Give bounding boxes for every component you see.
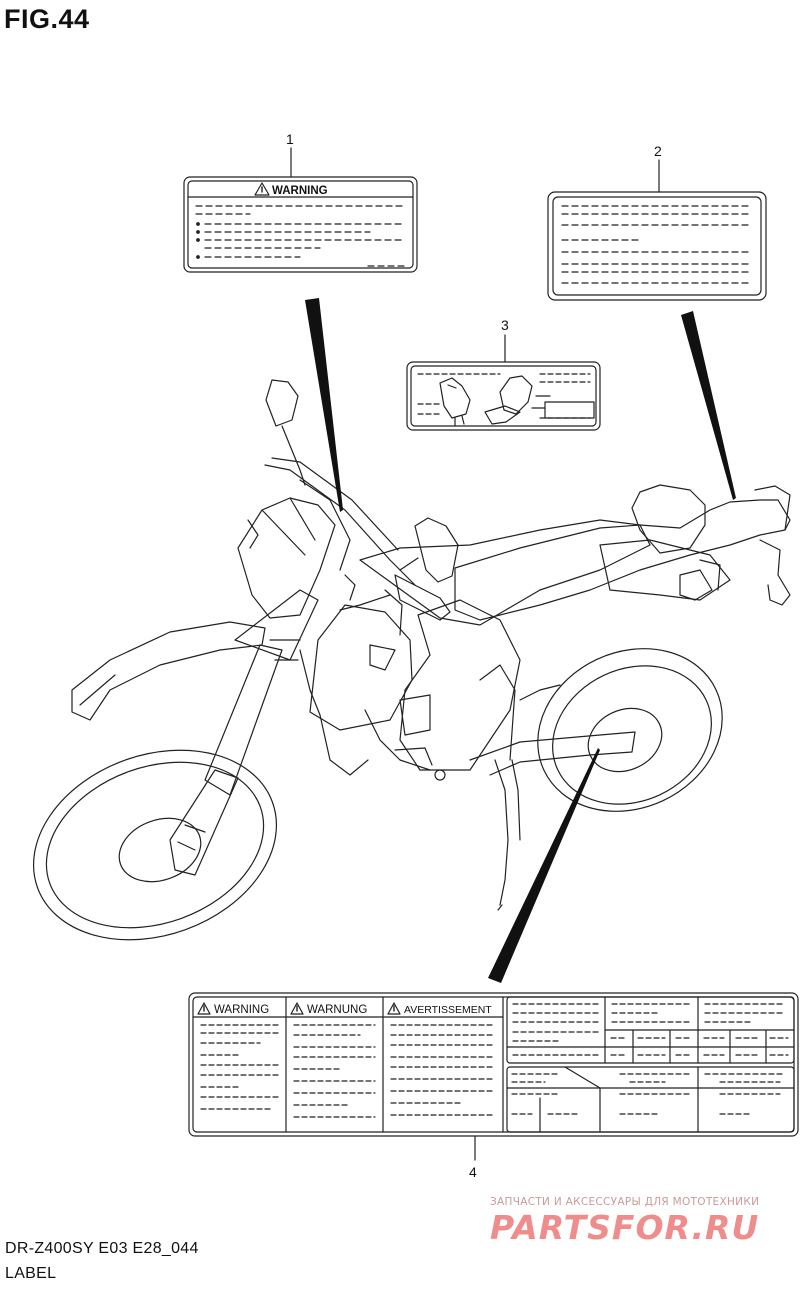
pointer-4	[488, 748, 600, 983]
pointer-1	[305, 298, 343, 512]
label-2-sticker[interactable]	[547, 191, 767, 301]
watermark-logo: PARTSFOR.RU	[490, 1208, 760, 1247]
callout-4: 4	[469, 1164, 477, 1180]
label-4-warning-de-text: WARNUNG	[307, 1004, 367, 1016]
pointer-arrows	[305, 298, 736, 983]
pointer-2	[681, 311, 736, 500]
label-1-warning-text: WARNING	[272, 185, 328, 197]
callout-1: 1	[286, 131, 294, 147]
callout-3: 3	[501, 317, 509, 333]
callout-2: 2	[654, 143, 662, 159]
label-1-sticker[interactable]	[183, 176, 418, 273]
watermark-tagline: ЗАПЧАСТИ И АКСЕССУАРЫ ДЛЯ МОТОТЕХНИКИ	[490, 1196, 760, 1208]
label-4-warning-en-text: WARNING	[214, 1004, 269, 1016]
label-4-warning-fr-text: AVERTISSEMENT	[404, 1004, 492, 1016]
figure-caption: LABEL	[5, 1265, 57, 1282]
model-code: DR-Z400SY E03 E28_044	[5, 1240, 199, 1257]
figure-title: FIG.44	[4, 4, 90, 34]
label-4-sticker[interactable]	[188, 992, 799, 1137]
motorcycle-drawing	[32, 379, 791, 941]
label-3-sticker[interactable]	[406, 361, 601, 431]
